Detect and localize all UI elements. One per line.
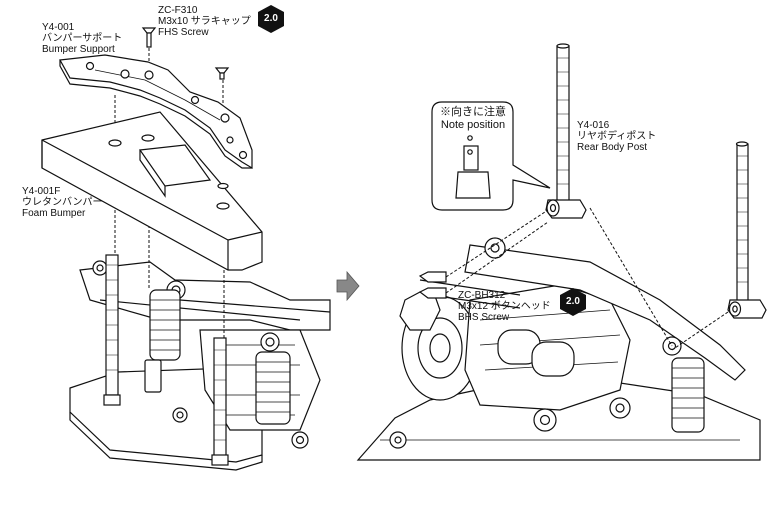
fhs-screw-part-no: ZC-F310 bbox=[158, 5, 198, 16]
next-step-arrow bbox=[336, 271, 360, 301]
left-chassis bbox=[69, 254, 331, 471]
hex-key-badge-left: 2.0 bbox=[256, 4, 286, 34]
rear-body-post-name-jp: リヤボディポスト bbox=[577, 131, 657, 142]
right-guide-lines bbox=[445, 207, 729, 351]
bumper-support-part-no: Y4-001 bbox=[42, 22, 75, 33]
bhs-screw-shapes bbox=[418, 271, 447, 299]
bumper-support-label: Y4-001 バンパーサポート Bumper Support bbox=[42, 22, 122, 55]
bhs-screw-part-no: ZC-BH312 bbox=[458, 290, 506, 301]
hex-key-size-left: 2.0 bbox=[264, 13, 278, 24]
bumper-support-shape bbox=[59, 54, 253, 170]
fhs-screw-label: ZC-F310 M3x10 サラキャップ FHS Screw bbox=[158, 5, 251, 38]
hex-key-icon bbox=[258, 5, 284, 33]
hex-key-size-right: 2.0 bbox=[566, 296, 580, 307]
note-line-jp: ※向きに注意 bbox=[440, 106, 506, 118]
fhs-screw-shapes bbox=[141, 27, 230, 80]
rear-body-post-label: Y4-016 リヤボディポスト Rear Body Post bbox=[577, 120, 656, 153]
rear-body-post-part-no: Y4-016 bbox=[577, 120, 610, 131]
bumper-support-name-jp: バンパーサポート bbox=[42, 33, 123, 44]
hex-key-badge-right: 2.0 bbox=[558, 287, 588, 317]
foam-bumper-shape bbox=[41, 111, 263, 271]
bhs-screw-name-jp: M3x12 ボタンヘッド bbox=[458, 301, 551, 312]
hex-key-icon bbox=[560, 288, 586, 316]
note-position-label: ※向きに注意 Note position bbox=[436, 106, 510, 132]
bumper-support-name-en: Bumper Support bbox=[42, 44, 115, 55]
bhs-screw-name-en: BHS Screw bbox=[458, 312, 510, 323]
fhs-screw-name-en: FHS Screw bbox=[158, 27, 209, 38]
rear-body-post-name-en: Rear Body Post bbox=[577, 142, 648, 153]
fhs-screw-name-jp: M3x10 サラキャップ bbox=[158, 16, 251, 27]
bhs-screw-label: ZC-BH312 M3x12 ボタンヘッド BHS Screw bbox=[458, 290, 551, 323]
foam-bumper-part-no: Y4-001F bbox=[22, 186, 61, 197]
note-position-callout bbox=[431, 101, 551, 211]
rear-body-post-shapes bbox=[545, 43, 767, 319]
note-line-en: Note position bbox=[440, 119, 506, 131]
foam-bumper-name-jp: ウレタンバンパー bbox=[22, 197, 103, 208]
right-chassis bbox=[356, 237, 761, 461]
foam-bumper-name-en: Foam Bumper bbox=[22, 208, 86, 219]
foam-bumper-label: Y4-001F ウレタンバンパー Foam Bumper bbox=[22, 186, 103, 219]
